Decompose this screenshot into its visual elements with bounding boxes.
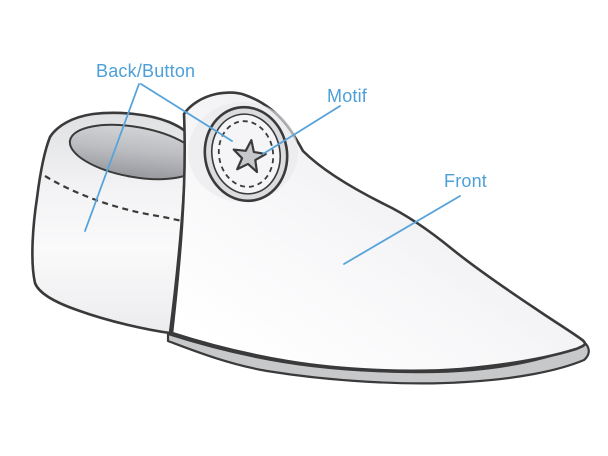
leader-line-front	[343, 195, 461, 265]
button-stitch-ring	[217, 120, 275, 188]
label-motif: Motif	[327, 86, 368, 106]
label-back-button: Back/Button	[96, 61, 196, 81]
label-front: Front	[444, 171, 488, 191]
star-motif-icon	[232, 139, 267, 174]
back-stitch-line	[44, 175, 188, 224]
button-motif	[203, 105, 289, 203]
leader-line-motif	[262, 105, 341, 155]
leader-line-button	[140, 83, 233, 142]
leader-line-back	[84, 83, 140, 232]
